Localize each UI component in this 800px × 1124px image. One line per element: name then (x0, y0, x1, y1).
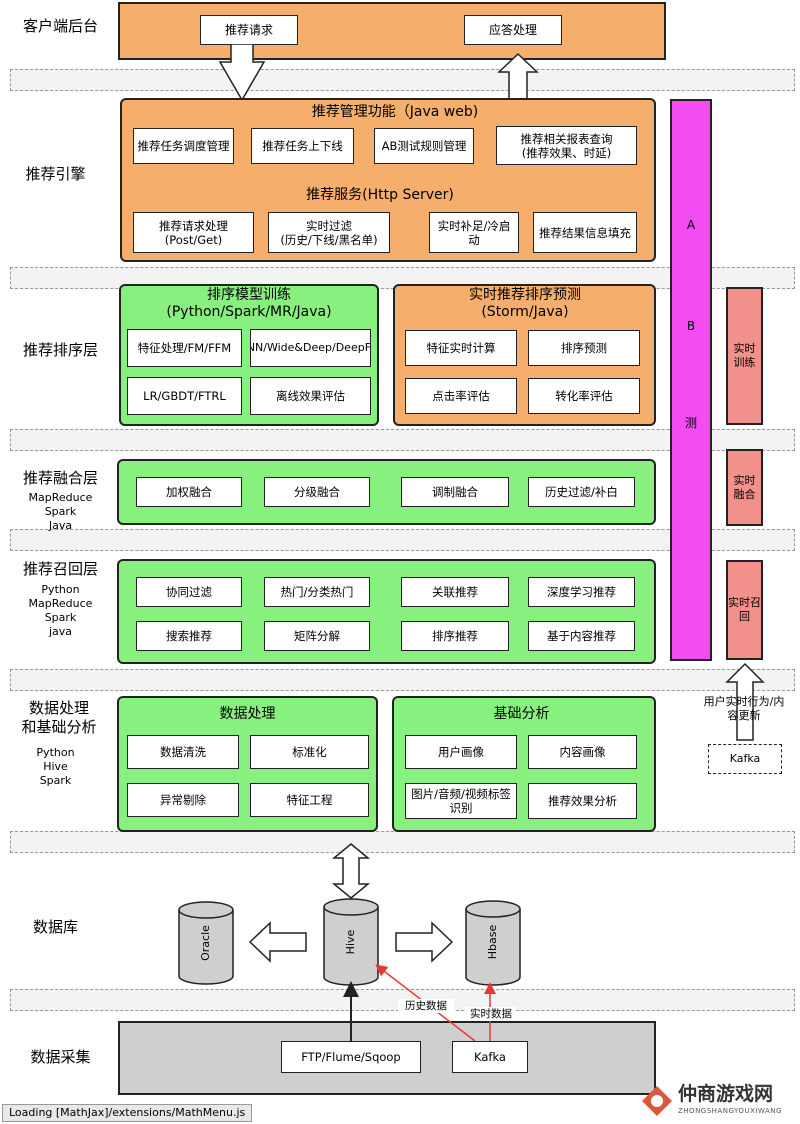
offline-rank-item: 特征处理/FM/FFM (127, 329, 242, 367)
layer-tech-recall: Python MapReduce Spark java (28, 583, 93, 638)
layer-label-engine: 推荐引擎 (25, 165, 86, 183)
response-up-arrow (497, 52, 539, 101)
data-proc-item: 异常剔除 (127, 783, 239, 817)
layer-label-db: 数据库 (32, 918, 78, 936)
layer-tech-fusion: MapReduce Spark Java (28, 491, 93, 532)
layer-label-fusion: 推荐融合层 (22, 469, 98, 487)
service-item: 实时补足/冷启 动 (429, 212, 519, 253)
history-data-label: 历史数据 (398, 999, 454, 1013)
separator-band (10, 529, 795, 551)
layer-label-data: 数据处理 和基础分析 (21, 699, 97, 736)
basic-analysis-item: 用户画像 (405, 735, 517, 769)
ab-test-label-a: A (686, 218, 696, 232)
service-title: 推荐服务(Http Server) (306, 187, 454, 203)
request-down-arrow (218, 44, 266, 102)
hive-cylinder (323, 898, 379, 986)
response-box: 应答处理 (464, 15, 562, 45)
fusion-item: 调制融合 (401, 477, 509, 507)
mgmt-item: 推荐相关报表查询 (推荐效果、时延) (496, 126, 637, 165)
service-item: 实时过滤 (历史/下线/黑名单) (268, 212, 390, 253)
offline-rank-item: 离线效果评估 (250, 377, 371, 415)
offline-rank-title: 排序模型训练 (Python/Spark/MR/Java) (166, 287, 332, 320)
basic-analysis-item: 内容画像 (528, 735, 637, 769)
service-item: 推荐请求处理 (Post/Get) (133, 212, 254, 253)
collect-kafka-box: Kafka (452, 1041, 528, 1073)
separator-band (10, 429, 795, 451)
layer-label-client: 客户端后台 (22, 17, 98, 35)
separator-band (10, 831, 795, 853)
realtime-rank-item: 转化率评估 (528, 378, 640, 414)
data-proc-item: 标准化 (250, 735, 369, 769)
realtime-data-label: 实时数据 (466, 1007, 516, 1021)
layer-tech-data: Python Hive Spark (36, 746, 75, 787)
game-controller-icon (642, 1086, 672, 1116)
recall-item: 排序推荐 (401, 621, 509, 651)
mgmt-item: AB测试规则管理 (374, 128, 474, 164)
mgmt-title: 推荐管理功能（Java web) (311, 104, 479, 120)
data-proc-item: 特征工程 (250, 783, 369, 817)
fusion-item: 加权融合 (136, 477, 242, 507)
watermark-domain: ZHONGSHANGYOUXIWANG (678, 1107, 782, 1115)
realtime-rank-item: 特征实时计算 (405, 330, 517, 366)
recall-item: 矩阵分解 (264, 621, 370, 651)
layer-label-recall: 推荐召回层 (22, 560, 98, 578)
layer-label-rank: 推荐排序层 (22, 341, 98, 359)
side-kafka-box: Kafka (708, 744, 782, 774)
user-update-label: 用户实时行为/内 容更新 (703, 695, 785, 722)
realtime-train-box: 实时 训练 (726, 287, 763, 425)
ftp-flume-sqoop-box: FTP/Flume/Sqoop (281, 1041, 421, 1073)
realtime-recall-box: 实时召 回 (726, 560, 763, 660)
hbase-cylinder (465, 900, 521, 986)
offline-rank-item: LR/GBDT/FTRL (127, 377, 242, 415)
basic-analysis-title: 基础分析 (493, 706, 550, 722)
fusion-item: 分级融合 (264, 477, 370, 507)
recall-item: 协同过滤 (136, 577, 242, 607)
realtime-rank-item: 排序预测 (528, 330, 640, 366)
recall-item: 搜索推荐 (136, 621, 242, 651)
ab-test-bar (670, 99, 712, 661)
watermark: 仲商游戏网 ZHONGSHANGYOUXIWANG (640, 1080, 800, 1122)
request-box: 推荐请求 (200, 15, 298, 45)
offline-rank-item: FNN/Wide&Deep/DeepFM (250, 329, 371, 367)
oracle-cylinder (178, 901, 234, 985)
realtime-fusion-box: 实时 融合 (726, 449, 763, 526)
recall-item: 基于内容推荐 (528, 621, 635, 651)
fusion-item: 历史过滤/补白 (528, 477, 635, 507)
data-proc-item: 数据清洗 (127, 735, 239, 769)
to-oracle-arrow (248, 921, 307, 963)
to-hbase-arrow (395, 921, 454, 963)
service-item: 推荐结果信息填充 (533, 212, 637, 253)
realtime-rank-title: 实时推荐排序预测 (Storm/Java) (469, 287, 581, 320)
hive-bidirectional-arrow (331, 843, 371, 899)
separator-band (10, 69, 795, 91)
realtime-rank-item: 点击率评估 (405, 378, 517, 414)
oracle-label: Oracle (199, 925, 212, 961)
status-bar: Loading [MathJax]/extensions/MathMenu.js (2, 1104, 252, 1122)
recall-item: 关联推荐 (401, 577, 509, 607)
recall-item: 热门/分类热门 (264, 577, 370, 607)
separator-band (10, 669, 795, 691)
ab-test-label-b: B (686, 319, 696, 333)
basic-analysis-item: 推荐效果分析 (528, 783, 637, 819)
mgmt-item: 推荐任务调度管理 (133, 128, 234, 164)
data-proc-title: 数据处理 (219, 706, 276, 722)
basic-analysis-item: 图片/音频/视频标签 识别 (405, 783, 517, 819)
watermark-brand: 仲商游戏网 (678, 1083, 774, 1105)
user-update-up-arrow (725, 662, 765, 741)
recall-item: 深度学习推荐 (528, 577, 635, 607)
layer-label-collect: 数据采集 (30, 1048, 91, 1066)
mgmt-item: 推荐任务上下线 (251, 128, 354, 164)
ab-test-label-test: 测 (684, 416, 697, 430)
